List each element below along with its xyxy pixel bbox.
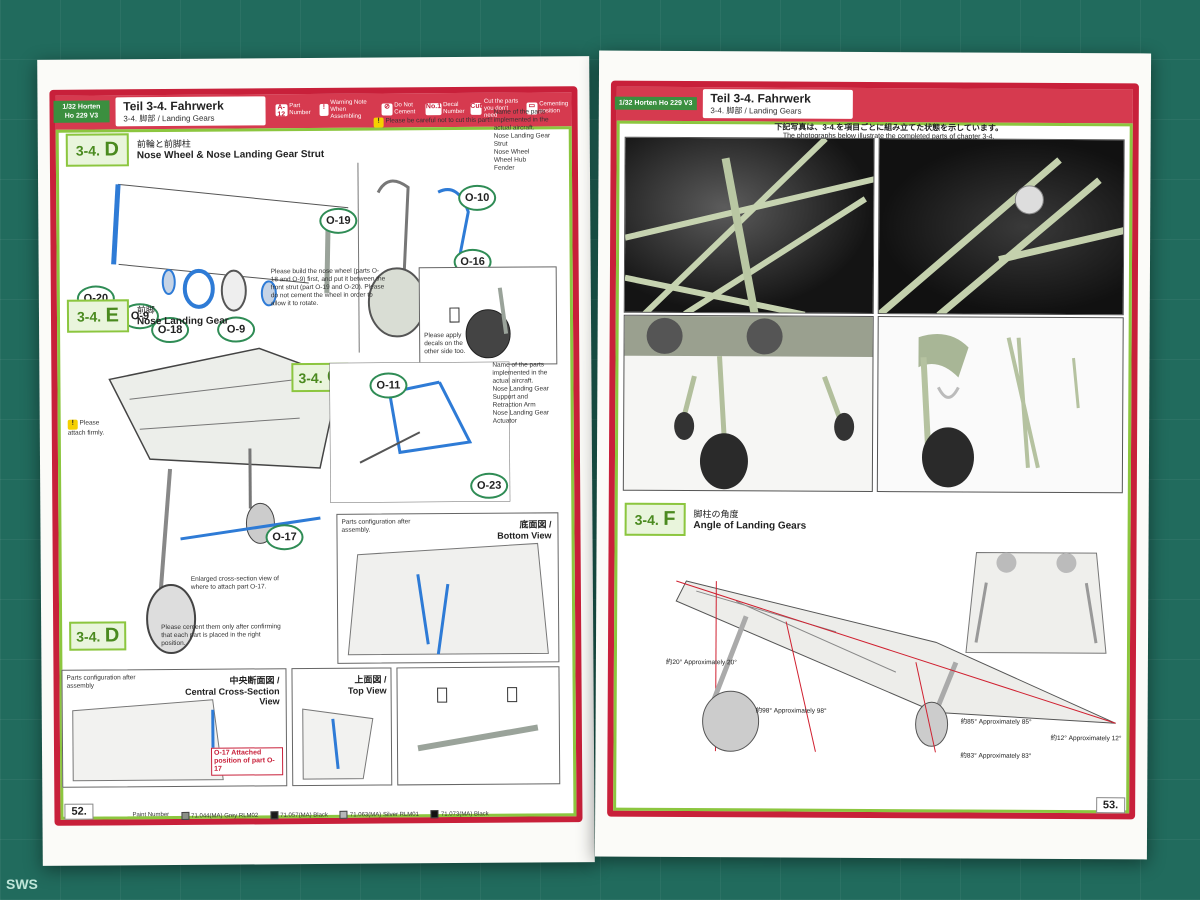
no-cement-icon: ⊘	[381, 103, 393, 116]
right-page: 1/32 Horten Ho 229 V3 Teil 3-4. Fahrwerk…	[594, 50, 1152, 860]
top-view-diagram	[302, 708, 374, 780]
angle-label-20: 約20° Approximately 20°	[665, 658, 737, 667]
step-e-heading: 3-4. E 前脚 Nose Landing Gear	[66, 299, 229, 333]
bottom-view-panel: Parts configuration after assembly. 底面図 …	[336, 512, 560, 664]
part-label: O-10	[458, 184, 497, 212]
top-view-title: 上面図 / Top View	[347, 674, 387, 696]
cut-icon: Cut	[470, 102, 482, 115]
part-number-icon: A-12	[275, 104, 288, 118]
step-e-label: 3-4. E	[66, 299, 130, 333]
strut-detail-panel	[396, 666, 561, 786]
warning-icon: !	[373, 117, 384, 128]
paint-item: 71.044(MA) Grey RLM02	[181, 812, 258, 821]
warning-icon: !	[319, 103, 329, 116]
chapter-title-box: Teil 3-4. Fahrwerk 3-4. 脚部 / Landing Gea…	[115, 95, 266, 126]
chapter-title: Teil 3-4. Fahrwerk	[710, 90, 811, 106]
confirm-note: Please cement them only after confirming…	[161, 623, 281, 648]
right-header: 1/32 Horten Ho 229 V3 Teil 3-4. Fahrwerk…	[614, 85, 1135, 124]
nose-gear-assembly-diagram	[108, 347, 341, 655]
strut-detail-diagram	[417, 687, 539, 752]
paint-swatch	[339, 811, 348, 820]
angle-label-98: 約98° Approximately 98°	[755, 707, 827, 715]
photo-nose-gear-parts	[876, 316, 1124, 494]
angle-label-12: 約12° Approximately 12°	[1050, 734, 1122, 743]
sws-watermark-logo: SWS	[6, 876, 38, 892]
page-number: 52.	[64, 803, 94, 820]
kit-badge: 1/32 Horten Ho 229 V3	[53, 100, 110, 123]
photo-gear-bay-detail	[877, 138, 1125, 316]
implemented-parts-e: Name of the parts implemented in the act…	[492, 361, 550, 425]
photo-nose-gear-installed	[622, 314, 874, 492]
top-view-panel: 上面図 / Top View	[291, 667, 393, 787]
paint-item: 71.057(MA) Black	[270, 811, 328, 820]
angle-label-85: 約85° Approximately 85°	[960, 718, 1032, 726]
part-label: O-17	[265, 524, 304, 551]
part-label: O-23	[470, 472, 509, 499]
chapter-subtitle: 3-4. 脚部 / Landing Gears	[710, 105, 802, 116]
part-label: O-19	[319, 207, 358, 234]
step-d-diagram	[111, 162, 470, 353]
paint-swatch	[181, 812, 190, 821]
paint-item: 71.073(MA) Black	[430, 810, 489, 819]
gear-angle-diagram	[675, 552, 1116, 753]
chapter-subtitle: 3-4. 脚部 / Landing Gears	[123, 113, 215, 123]
angle-label-83: 約83° Approximately 83°	[960, 752, 1032, 760]
careful-note: ! Please be careful not to cut this part…	[373, 117, 494, 128]
bottom-view-diagram	[347, 542, 549, 656]
legend-item: !Warning Note When Assembling	[319, 99, 377, 120]
paint-item: 71.063(MA) Silver RLM01	[339, 811, 419, 820]
nose-gear-support-diagram	[329, 361, 511, 503]
step-d-reference: 3-4. D	[69, 621, 127, 651]
left-page: 1/32 Horten Ho 229 V3 Teil 3-4. Fahrwerk…	[37, 56, 595, 866]
central-cross-section-panel: Parts configuration after assembly 中央断面図…	[61, 668, 288, 788]
step-e-title: Nose Landing Gear	[136, 315, 229, 327]
kit-badge: 1/32 Horten Ho 229 V3	[614, 96, 697, 110]
decal-panel: Please apply decals on the other side to…	[418, 266, 558, 366]
page-number: 53.	[1095, 797, 1126, 814]
bottom-view-config: Parts configuration after assembly.	[341, 518, 411, 534]
build-note: Please build the nose wheel (parts O-18 …	[270, 267, 386, 308]
bottom-view-title: 底面図 / Bottom View	[497, 519, 552, 541]
part-label: O-11	[369, 372, 408, 399]
chapter-title: Teil 3-4. Fahrwerk	[123, 98, 224, 113]
central-view-title: 中央断面図 / Central Cross-Section View	[185, 675, 280, 707]
central-view-config: Parts configuration after assembly	[66, 674, 136, 690]
decal-diagram	[449, 287, 511, 359]
firmly-note: ! Please attach firmly.	[67, 419, 105, 437]
warning-icon: !	[67, 419, 78, 430]
paint-number-label: Paint Number	[132, 812, 170, 819]
implemented-parts-d: Name of the parts implemented in the act…	[493, 108, 551, 172]
photo-gear-bay-closeup	[623, 136, 875, 315]
decal-note: Please apply decals on the other side to…	[424, 331, 466, 356]
cross-section-note: Enlarged cross-section view of where to …	[190, 575, 280, 591]
paint-swatch	[430, 810, 439, 819]
decal-icon: No.1	[425, 103, 442, 116]
attached-position-tag: O-17 Attached position of part O-17	[210, 747, 284, 776]
chapter-title-box: Teil 3-4. Fahrwerk 3-4. 脚部 / Landing Gea…	[702, 88, 853, 119]
paint-swatch	[270, 811, 279, 820]
